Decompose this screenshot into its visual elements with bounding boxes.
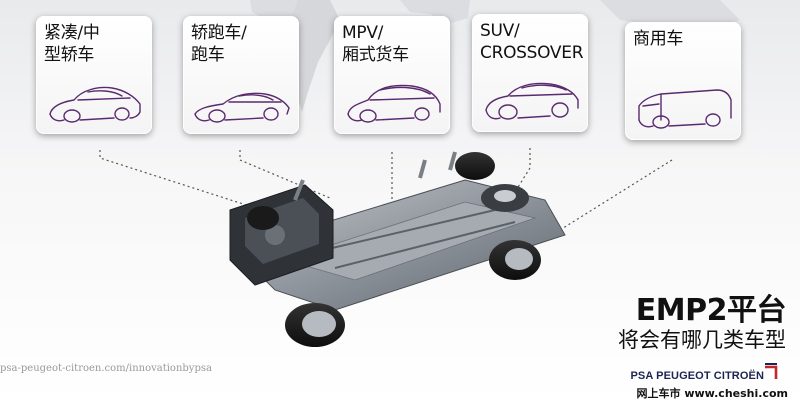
commercial-van-icon (638, 89, 732, 129)
emp2-chassis-illustration (229, 151, 566, 347)
vehicle-card-mpv: MPV/ 厢式货车 (334, 16, 450, 134)
vehicle-card-label: SUV/ CROSSOVER (480, 21, 584, 63)
vehicle-card-commercial: 商用车 (625, 22, 741, 140)
source-url: psa-peugeot-citroen.com/innovationbypsa (0, 363, 212, 374)
coupe-icon (194, 92, 290, 123)
vehicle-card-label: 紧凑/中 型轿车 (44, 23, 100, 65)
suv-icon (485, 82, 579, 120)
vehicle-card-label: MPV/ 厢式货车 (342, 23, 409, 65)
mpv-icon (347, 84, 441, 123)
cheshi-watermark: 网上车市 www.cheshi.com (636, 387, 788, 400)
psa-brand-text: PSA PEUGEOT CITROËN (630, 370, 764, 382)
compact-sedan-icon (49, 86, 141, 123)
vehicle-card-suv: SUV/ CROSSOVER (472, 14, 588, 132)
vehicle-card-label: 轿跑车/ 跑车 (191, 23, 247, 65)
headline-subtitle: 将会有哪几类车型 (618, 328, 786, 352)
psa-logo-icon (765, 363, 778, 379)
headline-title: EMP2平台 (635, 293, 787, 328)
vehicle-card-compact-sedan: 紧凑/中 型轿车 (36, 16, 152, 134)
vehicle-card-coupe: 轿跑车/ 跑车 (183, 16, 299, 134)
vehicle-card-label: 商用车 (633, 29, 684, 49)
